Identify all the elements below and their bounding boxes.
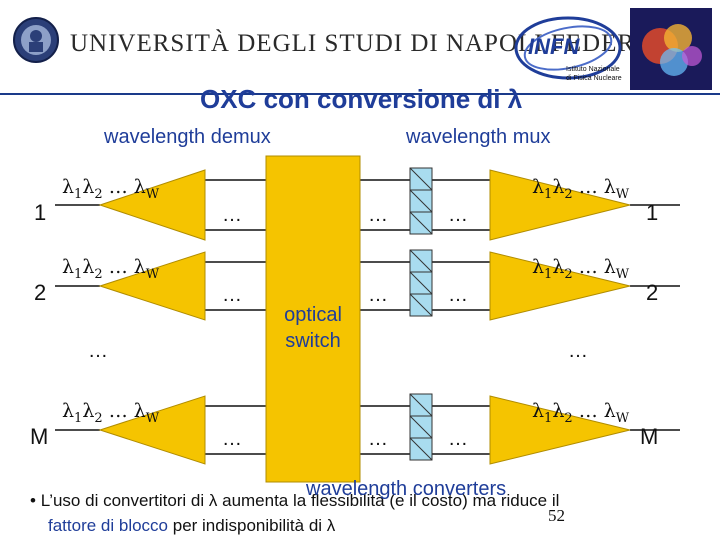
dots-input-ports: … [88, 340, 108, 363]
converter-stack-m [410, 394, 432, 460]
input-lambda-label-2: λ1λ2 … λW [62, 256, 159, 282]
dots-mux-row-1: … [448, 204, 468, 227]
dots-switch-out-row-2: … [368, 284, 388, 307]
output-lambda-label-1: λ1λ2 … λW [532, 176, 629, 202]
converter-stack-1 [410, 168, 432, 234]
output-lambda-label-m: λ1λ2 … λW [532, 400, 629, 426]
dots-demux-row-1: … [222, 204, 242, 227]
bullet-marker: • [30, 491, 36, 510]
optical-switch-label: optical switch [266, 302, 360, 354]
output-port-1: 1 [646, 200, 658, 226]
output-port-2: 2 [646, 280, 658, 306]
dots-output-ports: … [568, 340, 588, 363]
output-port-m: M [640, 424, 658, 450]
bullet-text-2: per indisponibilità di λ [168, 516, 335, 535]
input-port-2: 2 [34, 280, 46, 306]
dots-demux-row-2: … [222, 284, 242, 307]
dots-switch-out-row-m: … [368, 428, 388, 451]
input-lambda-label-m: λ1λ2 … λW [62, 400, 159, 426]
dots-switch-out-row-1: … [368, 204, 388, 227]
converter-stack-2 [410, 250, 432, 316]
input-port-1: 1 [34, 200, 46, 226]
converters-label: wavelength converters [306, 478, 506, 501]
dots-demux-row-m: … [222, 428, 242, 451]
bullet-line-2: fattore di blocco per indisponibilità di… [48, 516, 335, 536]
page-number: 52 [548, 506, 565, 526]
output-lambda-label-2: λ1λ2 … λW [532, 256, 629, 282]
input-lambda-label-1: λ1λ2 … λW [62, 176, 159, 202]
dots-mux-row-m: … [448, 428, 468, 451]
optical-switch-label-line-1: optical [266, 302, 360, 328]
blocking-factor-term: fattore di blocco [48, 516, 168, 535]
dots-mux-row-2: … [448, 284, 468, 307]
optical-switch-label-line-2: switch [266, 328, 360, 354]
input-port-m: M [30, 424, 48, 450]
